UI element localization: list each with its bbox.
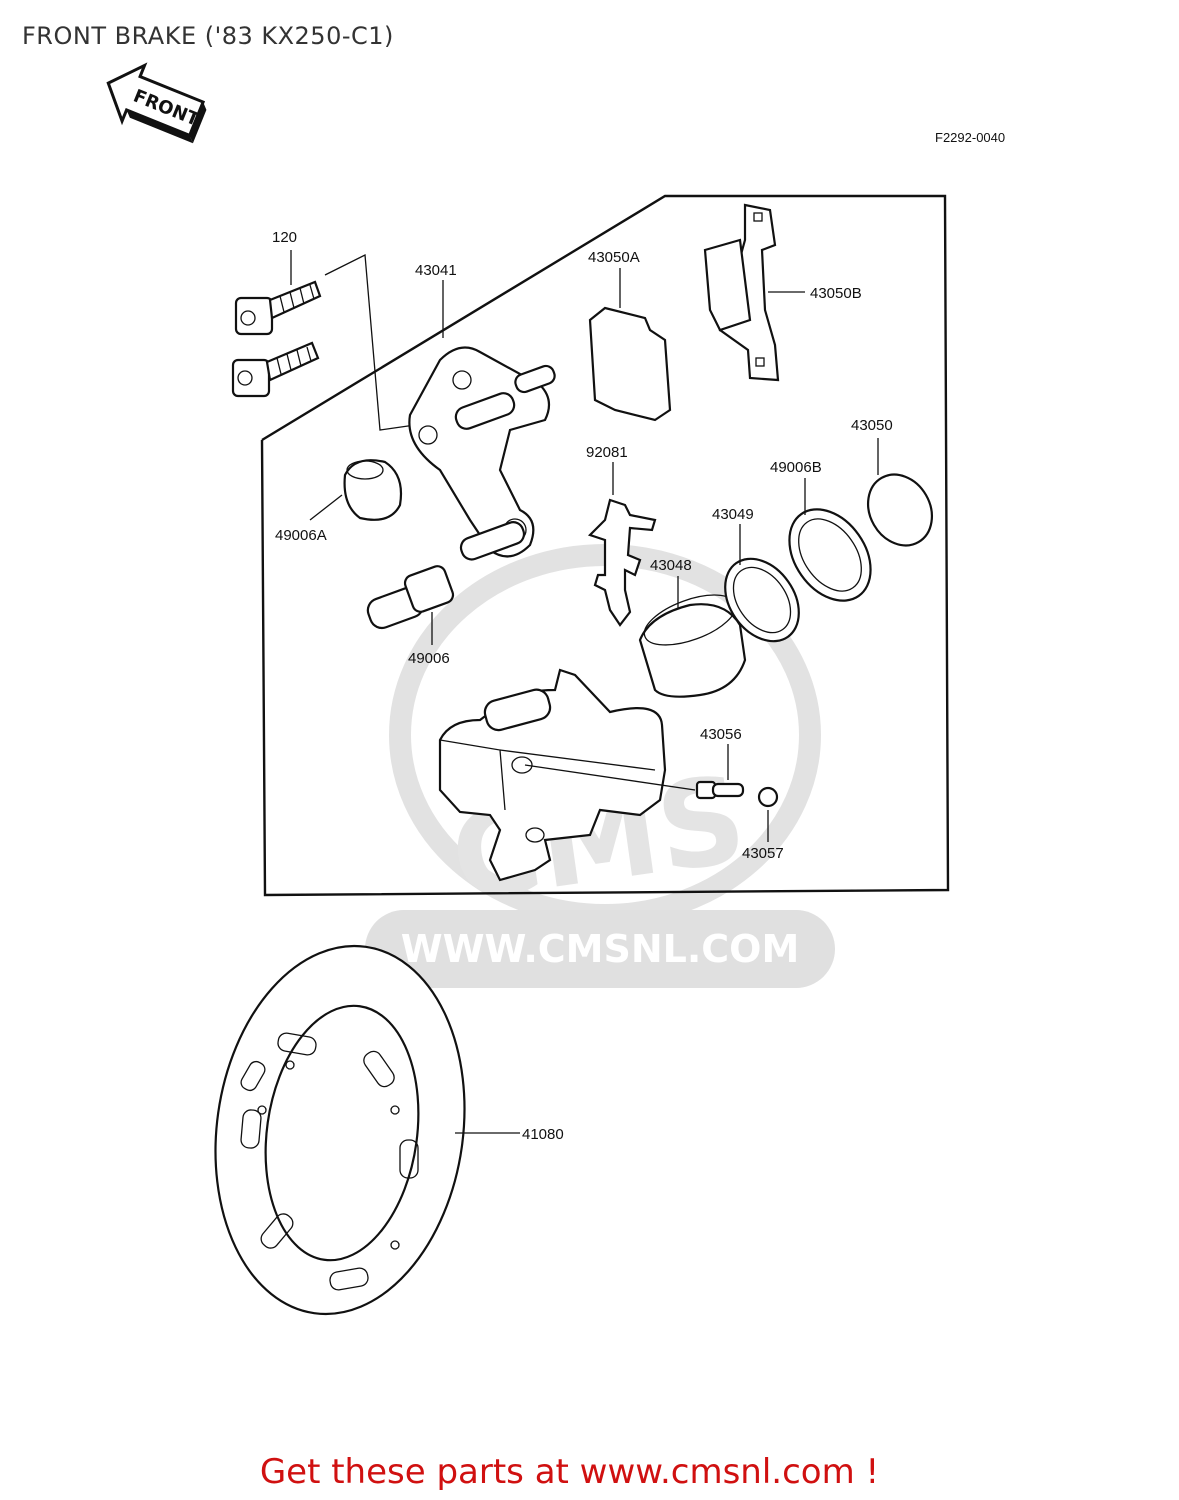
part-label-43050A: 43050A [588,249,640,266]
brake-disc-41080 [214,944,466,1316]
slide-pin-49006 [366,565,455,630]
brake-pad-43050A [588,306,672,422]
boot-49006A [343,459,403,521]
bleeder-cap-43057 [757,786,779,808]
dust-seal-49006B [788,508,872,602]
part-label-49006A: 49006A [275,527,327,544]
brake-pad-43050B [703,203,780,382]
part-label-41080: 41080 [522,1126,564,1143]
part-label-43049: 43049 [712,506,754,523]
bleeder-valve-43056 [524,764,745,800]
footer-cta-link[interactable]: Get these parts at www.cmsnl.com ! [259,1452,880,1492]
caliper-body [438,668,667,882]
bolt-120-upper [234,280,322,336]
part-label-43050B: 43050B [810,285,862,302]
front-arrow-icon: FRONT [106,62,207,144]
page-title: FRONT BRAKE ('83 KX250-C1) [22,22,394,50]
part-label-49006B: 49006B [770,459,822,476]
caliper-bracket-43041 [408,346,556,561]
part-label-43056: 43056 [700,726,742,743]
pad-spring-92081 [587,498,657,627]
part-label-43050: 43050 [851,417,893,434]
part-label-49006: 49006 [408,650,450,667]
part-label-43057: 43057 [742,845,784,862]
part-label-120: 120 [272,229,297,246]
cap-43050 [867,473,933,547]
part-label-43041: 43041 [415,262,457,279]
caliper-assembly-frame [260,194,950,897]
part-label-92081: 92081 [586,444,628,461]
piston-seal-43049 [724,557,800,643]
watermark-url: WWW.CMSNL.COM [401,927,800,971]
figure-code: F2292-0040 [935,130,1005,145]
part-label-43048: 43048 [650,557,692,574]
bolt-120-lower [231,341,320,398]
piston-43048 [638,594,747,698]
